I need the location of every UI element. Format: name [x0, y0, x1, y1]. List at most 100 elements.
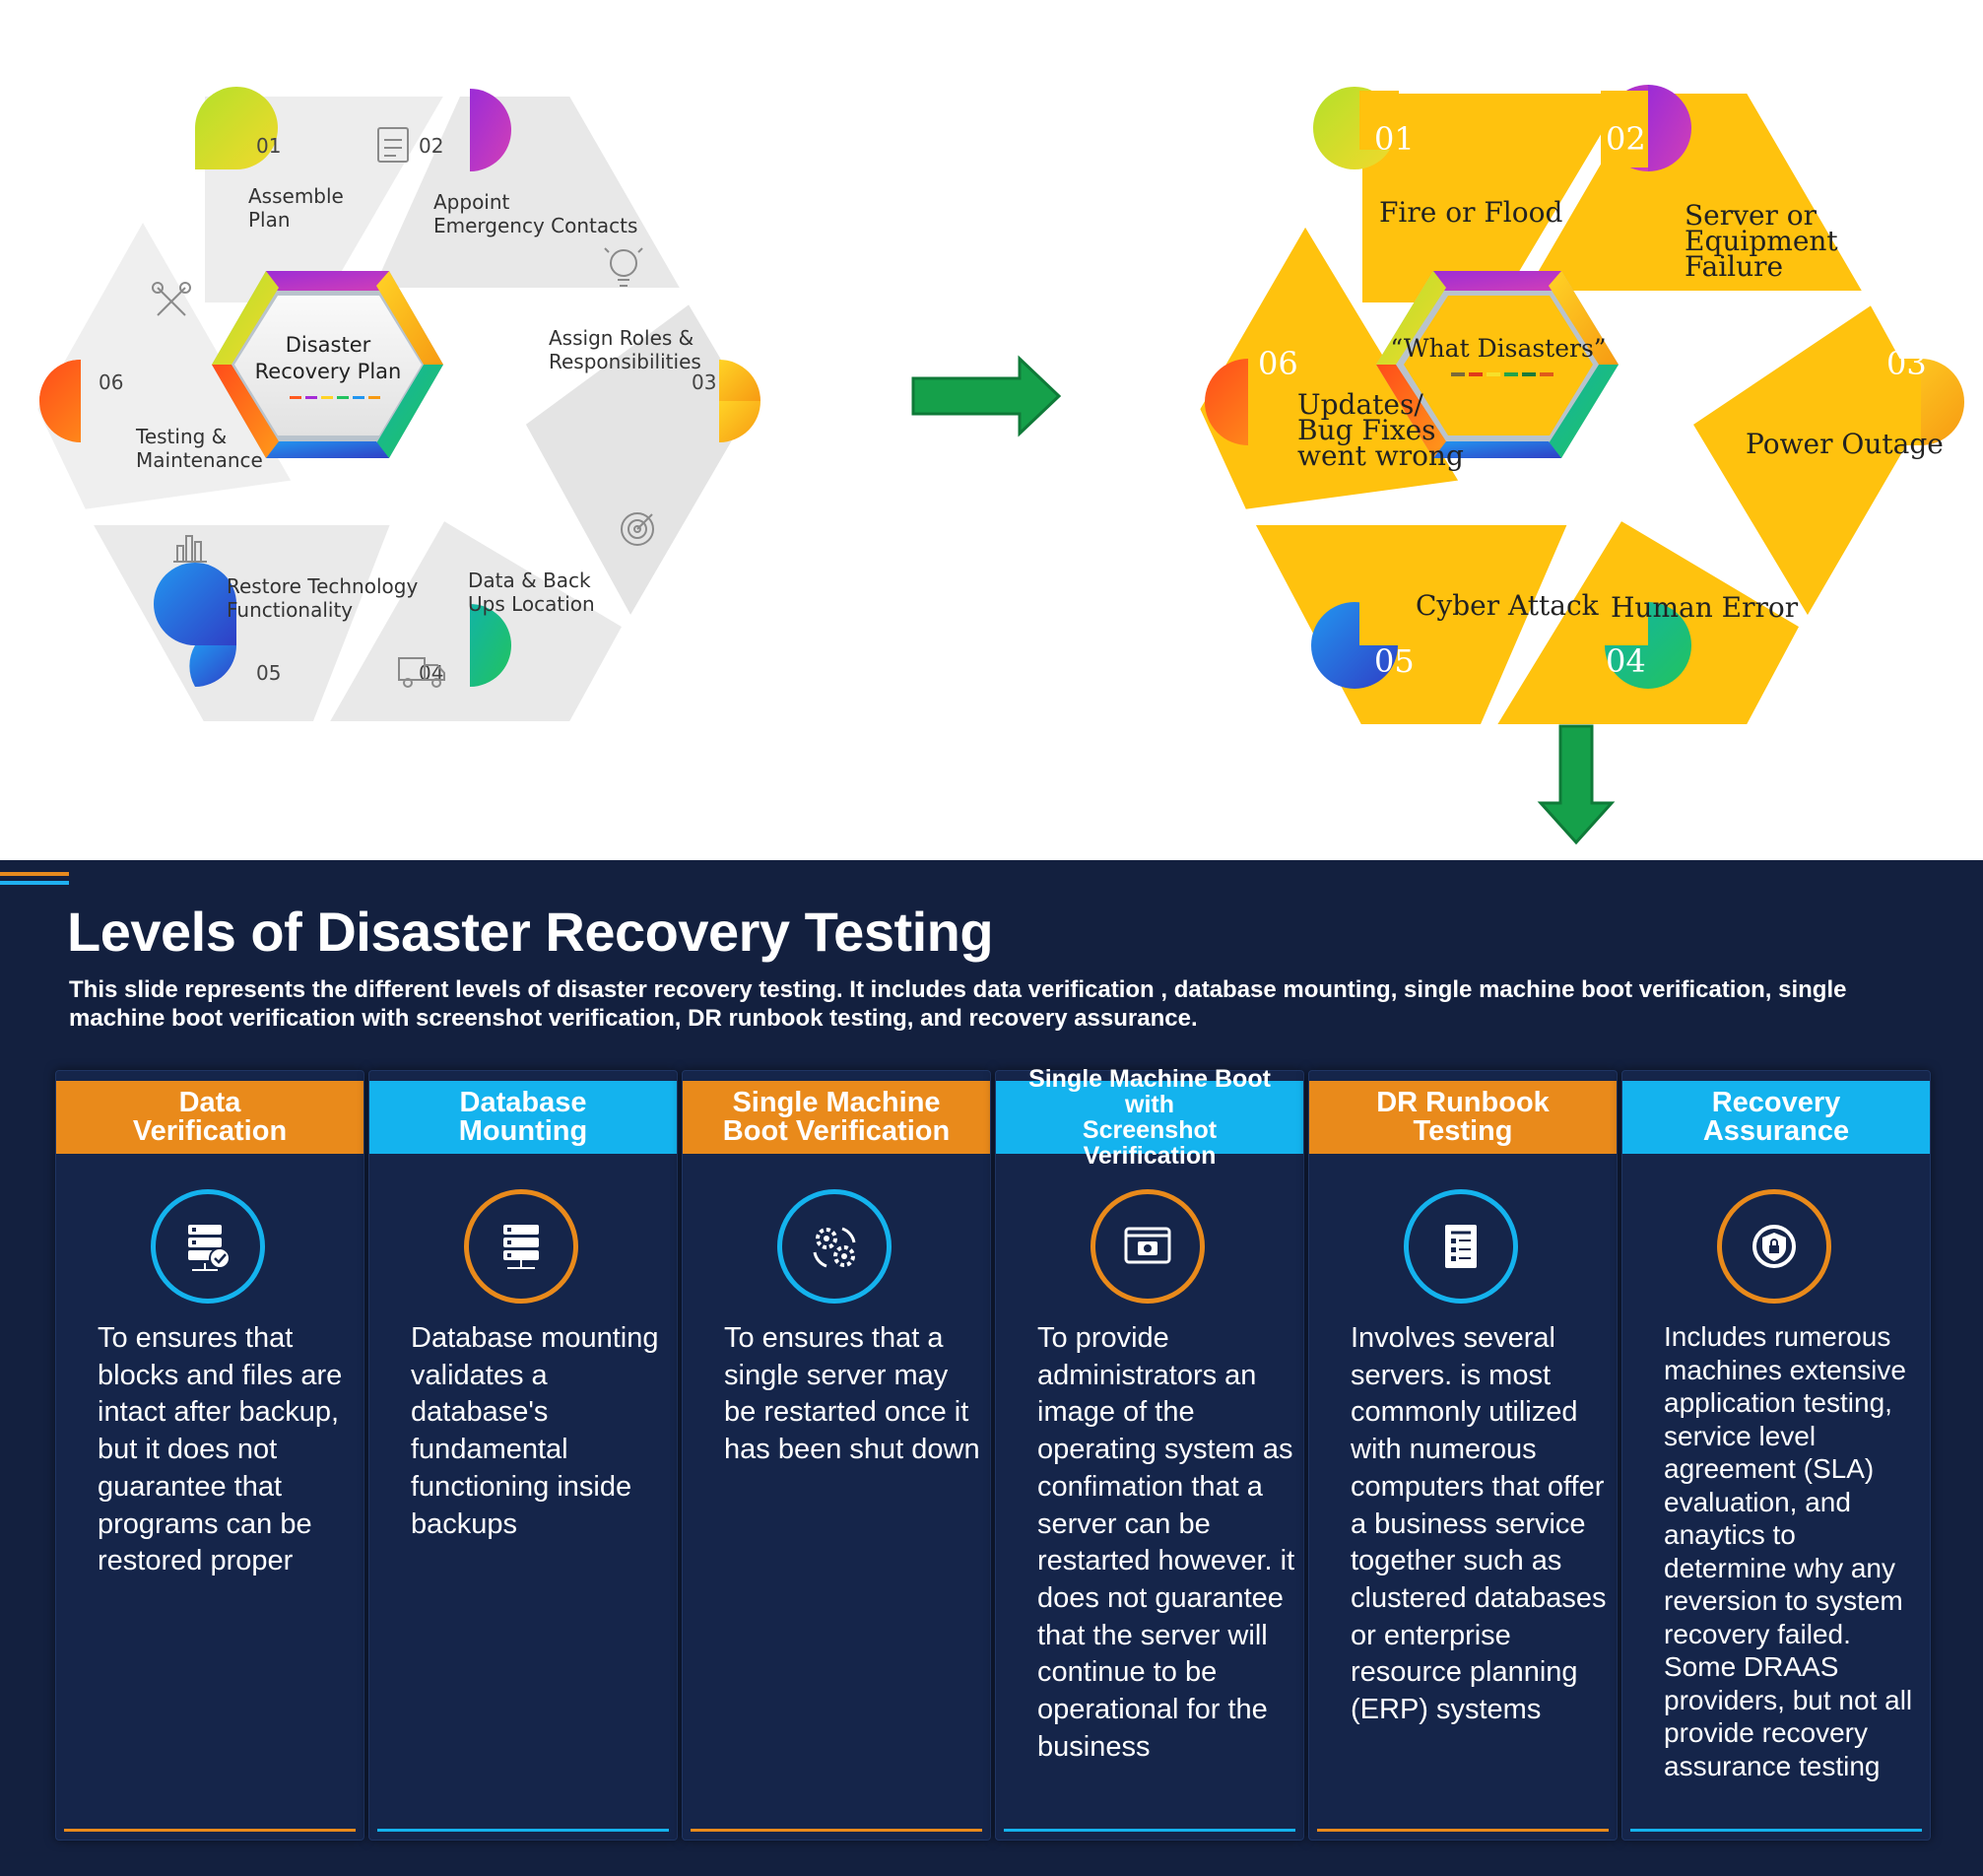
column-title-line1: Single Machine	[732, 1087, 941, 1118]
slide-title: Levels of Disaster Recovery Testing	[67, 901, 994, 963]
column-bottom-bar	[691, 1829, 982, 1832]
center-color-dashes-right	[1451, 372, 1553, 376]
arrow-down-icon	[1537, 724, 1616, 845]
right-step-number-01: 01	[1374, 120, 1415, 158]
step-numbers-right: 01 02 03 04 05 06	[1258, 120, 1927, 680]
right-step-label-06b: Bug Fixes	[1297, 414, 1436, 446]
column-title-line1: Recovery	[1711, 1087, 1841, 1118]
right-step-number-02: 02	[1606, 120, 1646, 158]
step-number-06: 06	[99, 370, 123, 394]
step-label-05b: Functionality	[227, 598, 353, 622]
target-icon	[621, 512, 654, 546]
step-icons	[152, 127, 654, 688]
center-ring-right: “What Disasters”	[1376, 271, 1619, 458]
column-text: To provide administrators an image of th…	[1037, 1322, 1295, 1763]
right-step-label-04: Human Error	[1611, 591, 1799, 624]
column-title-line2: Boot Verification	[722, 1115, 951, 1147]
screenshot-icon	[1091, 1189, 1205, 1304]
column-text: Database mounting validates a database's…	[411, 1322, 659, 1540]
right-step-label-02c: Failure	[1685, 250, 1783, 283]
clipboard-icon	[377, 127, 409, 163]
right-step-label-06a: Updates/	[1297, 388, 1423, 421]
right-step-number-06: 06	[1258, 345, 1298, 382]
column-text: To ensures that blocks and files are int…	[98, 1322, 343, 1577]
column-title-line2: Assurance	[1702, 1115, 1850, 1147]
step-label-01b: Plan	[248, 208, 291, 232]
column-title-line1: Database	[459, 1087, 587, 1118]
right-step-label-01: Fire or Flood	[1379, 196, 1562, 229]
database-server-icon	[464, 1189, 578, 1304]
corner-accent-orange	[0, 872, 69, 876]
column-title-line2: Screenshot Verification	[1082, 1116, 1218, 1170]
step-label-04a: Data & Back	[468, 569, 591, 592]
right-step-number-05: 05	[1374, 642, 1415, 680]
shield-lock-icon	[1717, 1189, 1831, 1304]
arrow-right-icon	[911, 355, 1062, 437]
column-title-line2: Verification	[132, 1115, 288, 1147]
column-bottom-bar	[377, 1829, 669, 1832]
step-number-03: 03	[692, 370, 716, 394]
step-label-03b: Responsibilities	[549, 350, 701, 373]
diagram-area: Disaster Recovery Plan 01 02 03	[0, 0, 1983, 860]
step-label-06a: Testing &	[135, 425, 227, 448]
step-number-02: 02	[419, 134, 443, 158]
step-label-04b: Ups Location	[468, 592, 595, 616]
step-label-02a: Appoint	[433, 190, 510, 214]
column-title-line1: DR Runbook	[1376, 1087, 1550, 1118]
column-title-line2: Testing	[1413, 1115, 1513, 1147]
step-number-01: 01	[256, 134, 281, 158]
step-label-02b: Emergency Contacts	[433, 214, 637, 237]
step-markers-right	[1205, 85, 1964, 689]
gear-sync-icon	[777, 1189, 892, 1304]
step-label-05a: Restore Technology	[227, 574, 418, 598]
step-label-06b: Maintenance	[136, 448, 263, 472]
column-bottom-bar	[1004, 1829, 1295, 1832]
step-labels: Assemble Plan Appoint Emergency Contacts…	[135, 184, 701, 622]
column-bottom-bar	[1317, 1829, 1609, 1832]
column-bottom-bar	[1630, 1829, 1922, 1832]
right-step-label-05: Cyber Attack	[1416, 589, 1600, 622]
server-check-icon	[151, 1189, 265, 1304]
disaster-recovery-plan-diagram: Disaster Recovery Plan 01 02 03	[31, 87, 760, 727]
right-step-label-03: Power Outage	[1746, 428, 1944, 460]
step-label-03a: Assign Roles &	[549, 326, 694, 350]
runbook-document-icon	[1404, 1189, 1518, 1304]
right-step-number-03: 03	[1886, 345, 1927, 382]
what-disasters-diagram: “What Disasters” 01 02 03	[1193, 85, 1964, 730]
step-numbers: 01 02 03 04 05 06	[99, 134, 716, 685]
levels-slide: Levels of Disaster Recovery Testing This…	[0, 860, 1983, 1876]
column-text: Includes rumerous machines extensive app…	[1664, 1321, 1913, 1781]
corner-accent-blue	[0, 881, 69, 885]
center-label-line2: Recovery Plan	[255, 360, 402, 383]
center-ring: Disaster Recovery Plan	[212, 271, 443, 458]
tools-icon	[152, 282, 191, 316]
step-label-01a: Assemble	[248, 184, 344, 208]
right-step-label-02b: Equipment	[1685, 225, 1838, 257]
bar-chart-icon	[173, 535, 207, 563]
step-number-05: 05	[256, 661, 281, 685]
lightbulb-icon	[604, 247, 643, 287]
right-step-label-06c: went wrong	[1297, 439, 1464, 472]
step-markers	[39, 87, 760, 687]
step-labels-right: Fire or Flood Server or Equipment Failur…	[1297, 196, 1944, 624]
column-title-line1: Single Machine Boot with	[1028, 1065, 1271, 1118]
column-title-line2: Mounting	[458, 1115, 588, 1147]
center-label-line1: Disaster	[286, 333, 371, 357]
center-color-dashes	[290, 396, 380, 399]
center-label-right: “What Disasters”	[1390, 334, 1606, 363]
right-step-label-02a: Server or	[1685, 199, 1818, 232]
right-step-number-04: 04	[1606, 642, 1646, 680]
column-text: To ensures that a single server may be r…	[724, 1322, 980, 1466]
